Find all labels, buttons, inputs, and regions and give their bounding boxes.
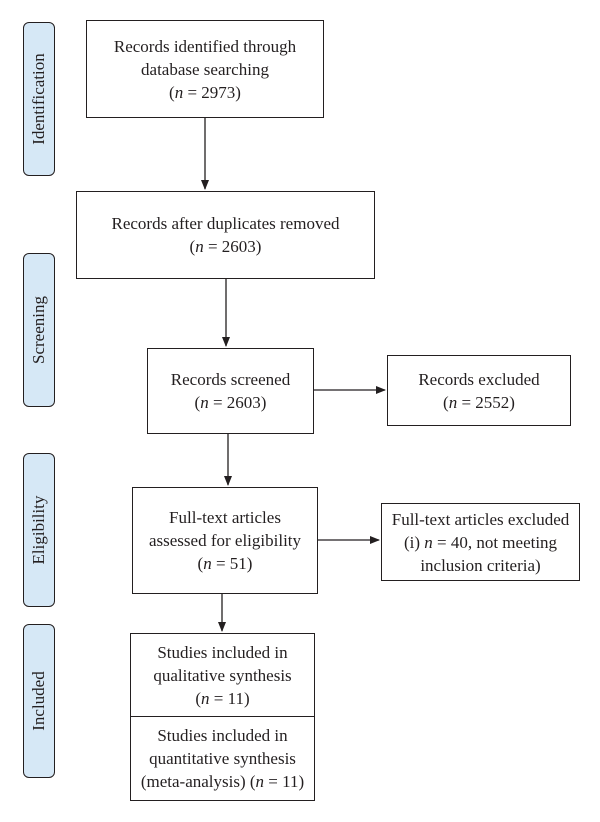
records-identified-box: Records identified through database sear…: [86, 20, 324, 118]
fulltext-excluded-line1: Full-text articles excluded: [391, 509, 570, 529]
fulltext-assessed-count: (n = 51): [197, 554, 253, 573]
qualitative-count: (n = 11): [195, 688, 250, 708]
fulltext-assessed-line2: assessed for eligibility: [148, 531, 302, 550]
phase-eligibility: Eligibility: [23, 453, 55, 607]
phase-included-label: Included: [29, 671, 48, 731]
duplicates-removed-count: (n = 2603): [189, 237, 262, 256]
records-excluded-count: (n = 2552): [443, 392, 515, 412]
quantitative-synthesis-box: Studies included in quantitative synthes…: [130, 716, 315, 801]
records-identified-count: (n = 2973): [169, 82, 241, 102]
quantitative-line1: Studies included in: [157, 726, 288, 745]
phase-screening: Screening: [23, 253, 55, 407]
phase-identification: Identification: [23, 22, 55, 176]
records-screened-line1: Records screened: [170, 370, 291, 389]
records-screened-count: (n = 2603): [194, 393, 267, 412]
fulltext-excluded-line2: (i) n = 40, not meeting: [403, 532, 558, 552]
qualitative-line1: Studies included in: [157, 642, 288, 662]
records-identified-line1: Records identified through: [113, 36, 297, 56]
quantitative-count: (meta-analysis) (n = 11): [140, 772, 305, 791]
records-excluded-line1: Records excluded: [418, 369, 540, 389]
records-identified-line2: database searching: [141, 59, 269, 79]
fulltext-assessed-line1: Full-text articles: [169, 508, 281, 527]
qualitative-line2: qualitative synthesis: [153, 665, 292, 685]
quantitative-line2: quantitative synthesis: [149, 749, 296, 768]
phase-included: Included: [23, 624, 55, 778]
fulltext-excluded-box: Full-text articles excluded (i) n = 40, …: [381, 503, 580, 581]
records-excluded-box: Records excluded (n = 2552): [387, 355, 571, 426]
fulltext-assessed-box: Full-text articles assessed for eligibil…: [132, 487, 318, 594]
phase-eligibility-label: Eligibility: [29, 495, 48, 565]
phase-screening-label: Screening: [29, 296, 48, 364]
records-screened-box: Records screened (n = 2603): [147, 348, 314, 434]
duplicates-removed-line1: Records after duplicates removed: [111, 214, 340, 233]
fulltext-excluded-line3: inclusion criteria): [420, 555, 541, 575]
phase-identification-label: Identification: [29, 53, 48, 145]
qualitative-synthesis-box: Studies included in qualitative synthesi…: [130, 633, 315, 717]
duplicates-removed-box: Records after duplicates removed (n = 26…: [76, 191, 375, 279]
